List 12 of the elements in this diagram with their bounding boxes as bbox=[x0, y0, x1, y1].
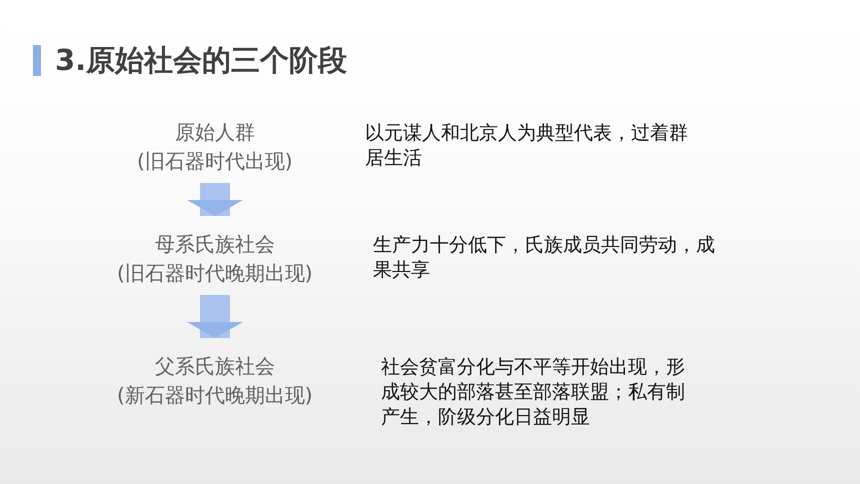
description-text: 以元谋人和北京人为典型代表，过着群居生活 bbox=[365, 121, 689, 171]
down-arrow bbox=[187, 295, 243, 338]
period-note: (旧石器时代出现) bbox=[137, 148, 293, 175]
description-text: 社会贫富分化与不平等开始出现，形成较大的部落甚至部落联盟；私有制产生，阶级分化日益明显 bbox=[381, 355, 686, 430]
stage-name: 父系氏族社会 bbox=[154, 353, 276, 380]
stage-name: 母系氏族社会 bbox=[154, 231, 276, 258]
stage-name: 原始人群 bbox=[174, 119, 256, 146]
description-text: 生产力十分低下，氏族成员共同劳动，成果共享 bbox=[373, 233, 716, 283]
period-note: (新石器时代晚期出现) bbox=[117, 382, 313, 409]
period-note: (旧石器时代晚期出现) bbox=[117, 260, 313, 287]
down-arrow bbox=[187, 183, 243, 216]
title: 3.原始社会的三个阶段 bbox=[55, 42, 348, 79]
